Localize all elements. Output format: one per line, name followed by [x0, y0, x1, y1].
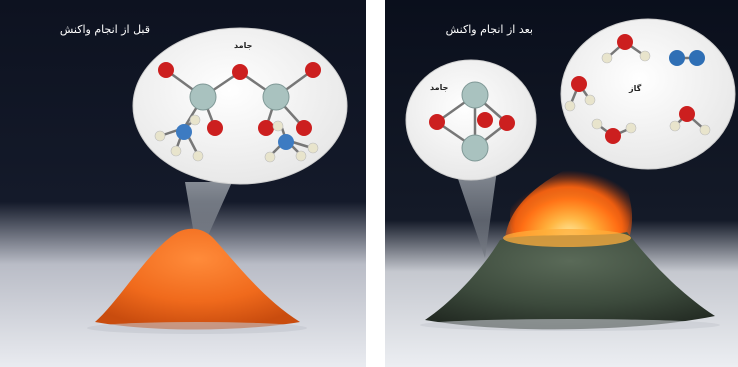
- gas-label: گاز: [629, 84, 642, 93]
- hydrogen-atom: [154, 130, 166, 142]
- molecule-bubble: [132, 27, 348, 185]
- hydrogen-atom: [669, 120, 681, 132]
- chromium-atom: [461, 81, 489, 109]
- hydrogen-atom: [170, 145, 182, 157]
- gas-molecules: [564, 34, 711, 144]
- oxygen-atom: [232, 64, 248, 80]
- oxygen-atom: [679, 106, 695, 122]
- hydrogen-atom: [591, 118, 603, 130]
- oxygen-atom: [571, 76, 587, 92]
- oxygen-atom: [477, 112, 493, 128]
- oxygen-atom: [158, 62, 174, 78]
- oxygen-atom: [429, 114, 445, 130]
- after-reaction-scene: [385, 0, 738, 367]
- nitrogen-atom: [669, 50, 685, 66]
- chromium-atom: [262, 83, 290, 111]
- before-reaction-caption: قبل از انجام واکنش: [59, 23, 150, 36]
- hydrogen-atom: [625, 122, 637, 134]
- ammonium-dichromate-molecule: [154, 62, 321, 163]
- hydrogen-atom: [639, 50, 651, 62]
- chromium-oxide-molecule: [429, 81, 515, 162]
- hydrogen-atom: [584, 94, 596, 106]
- oxygen-atom: [499, 115, 515, 131]
- oxygen-atom: [605, 128, 621, 144]
- oxygen-atom: [617, 34, 633, 50]
- green-powder-pile: [425, 232, 715, 330]
- after-reaction-panel: بعد از انجام واکنش جامد گاز: [385, 0, 738, 367]
- oxygen-atom: [296, 120, 312, 136]
- hydrogen-atom: [272, 120, 284, 132]
- chromium-atom: [461, 134, 489, 162]
- solid-molecule-bubble: [405, 59, 537, 181]
- hydrogen-atom: [564, 100, 576, 112]
- chromium-atom: [189, 83, 217, 111]
- hydrogen-atom: [189, 114, 201, 126]
- oxygen-atom: [207, 120, 223, 136]
- nitrogen-atom: [176, 124, 192, 140]
- solid-label: جامد: [234, 41, 253, 50]
- oxygen-atom: [305, 62, 321, 78]
- nitrogen-atom: [278, 134, 294, 150]
- oxygen-atom: [258, 120, 274, 136]
- nitrogen-atom: [689, 50, 705, 66]
- hydrogen-atom: [295, 150, 307, 162]
- hydrogen-atom: [699, 124, 711, 136]
- hydrogen-atom: [307, 142, 319, 154]
- solid-label: جامد: [430, 83, 449, 92]
- hydrogen-atom: [264, 151, 276, 163]
- before-reaction-scene: [0, 0, 366, 367]
- hydrogen-atom: [601, 52, 613, 64]
- zoom-beam: [455, 170, 497, 258]
- before-reaction-panel: قبل از انجام واکنش جامد: [0, 0, 366, 367]
- orange-powder-pile: [95, 228, 300, 330]
- hydrogen-atom: [192, 150, 204, 162]
- after-reaction-caption: بعد از انجام واکنش: [445, 23, 533, 36]
